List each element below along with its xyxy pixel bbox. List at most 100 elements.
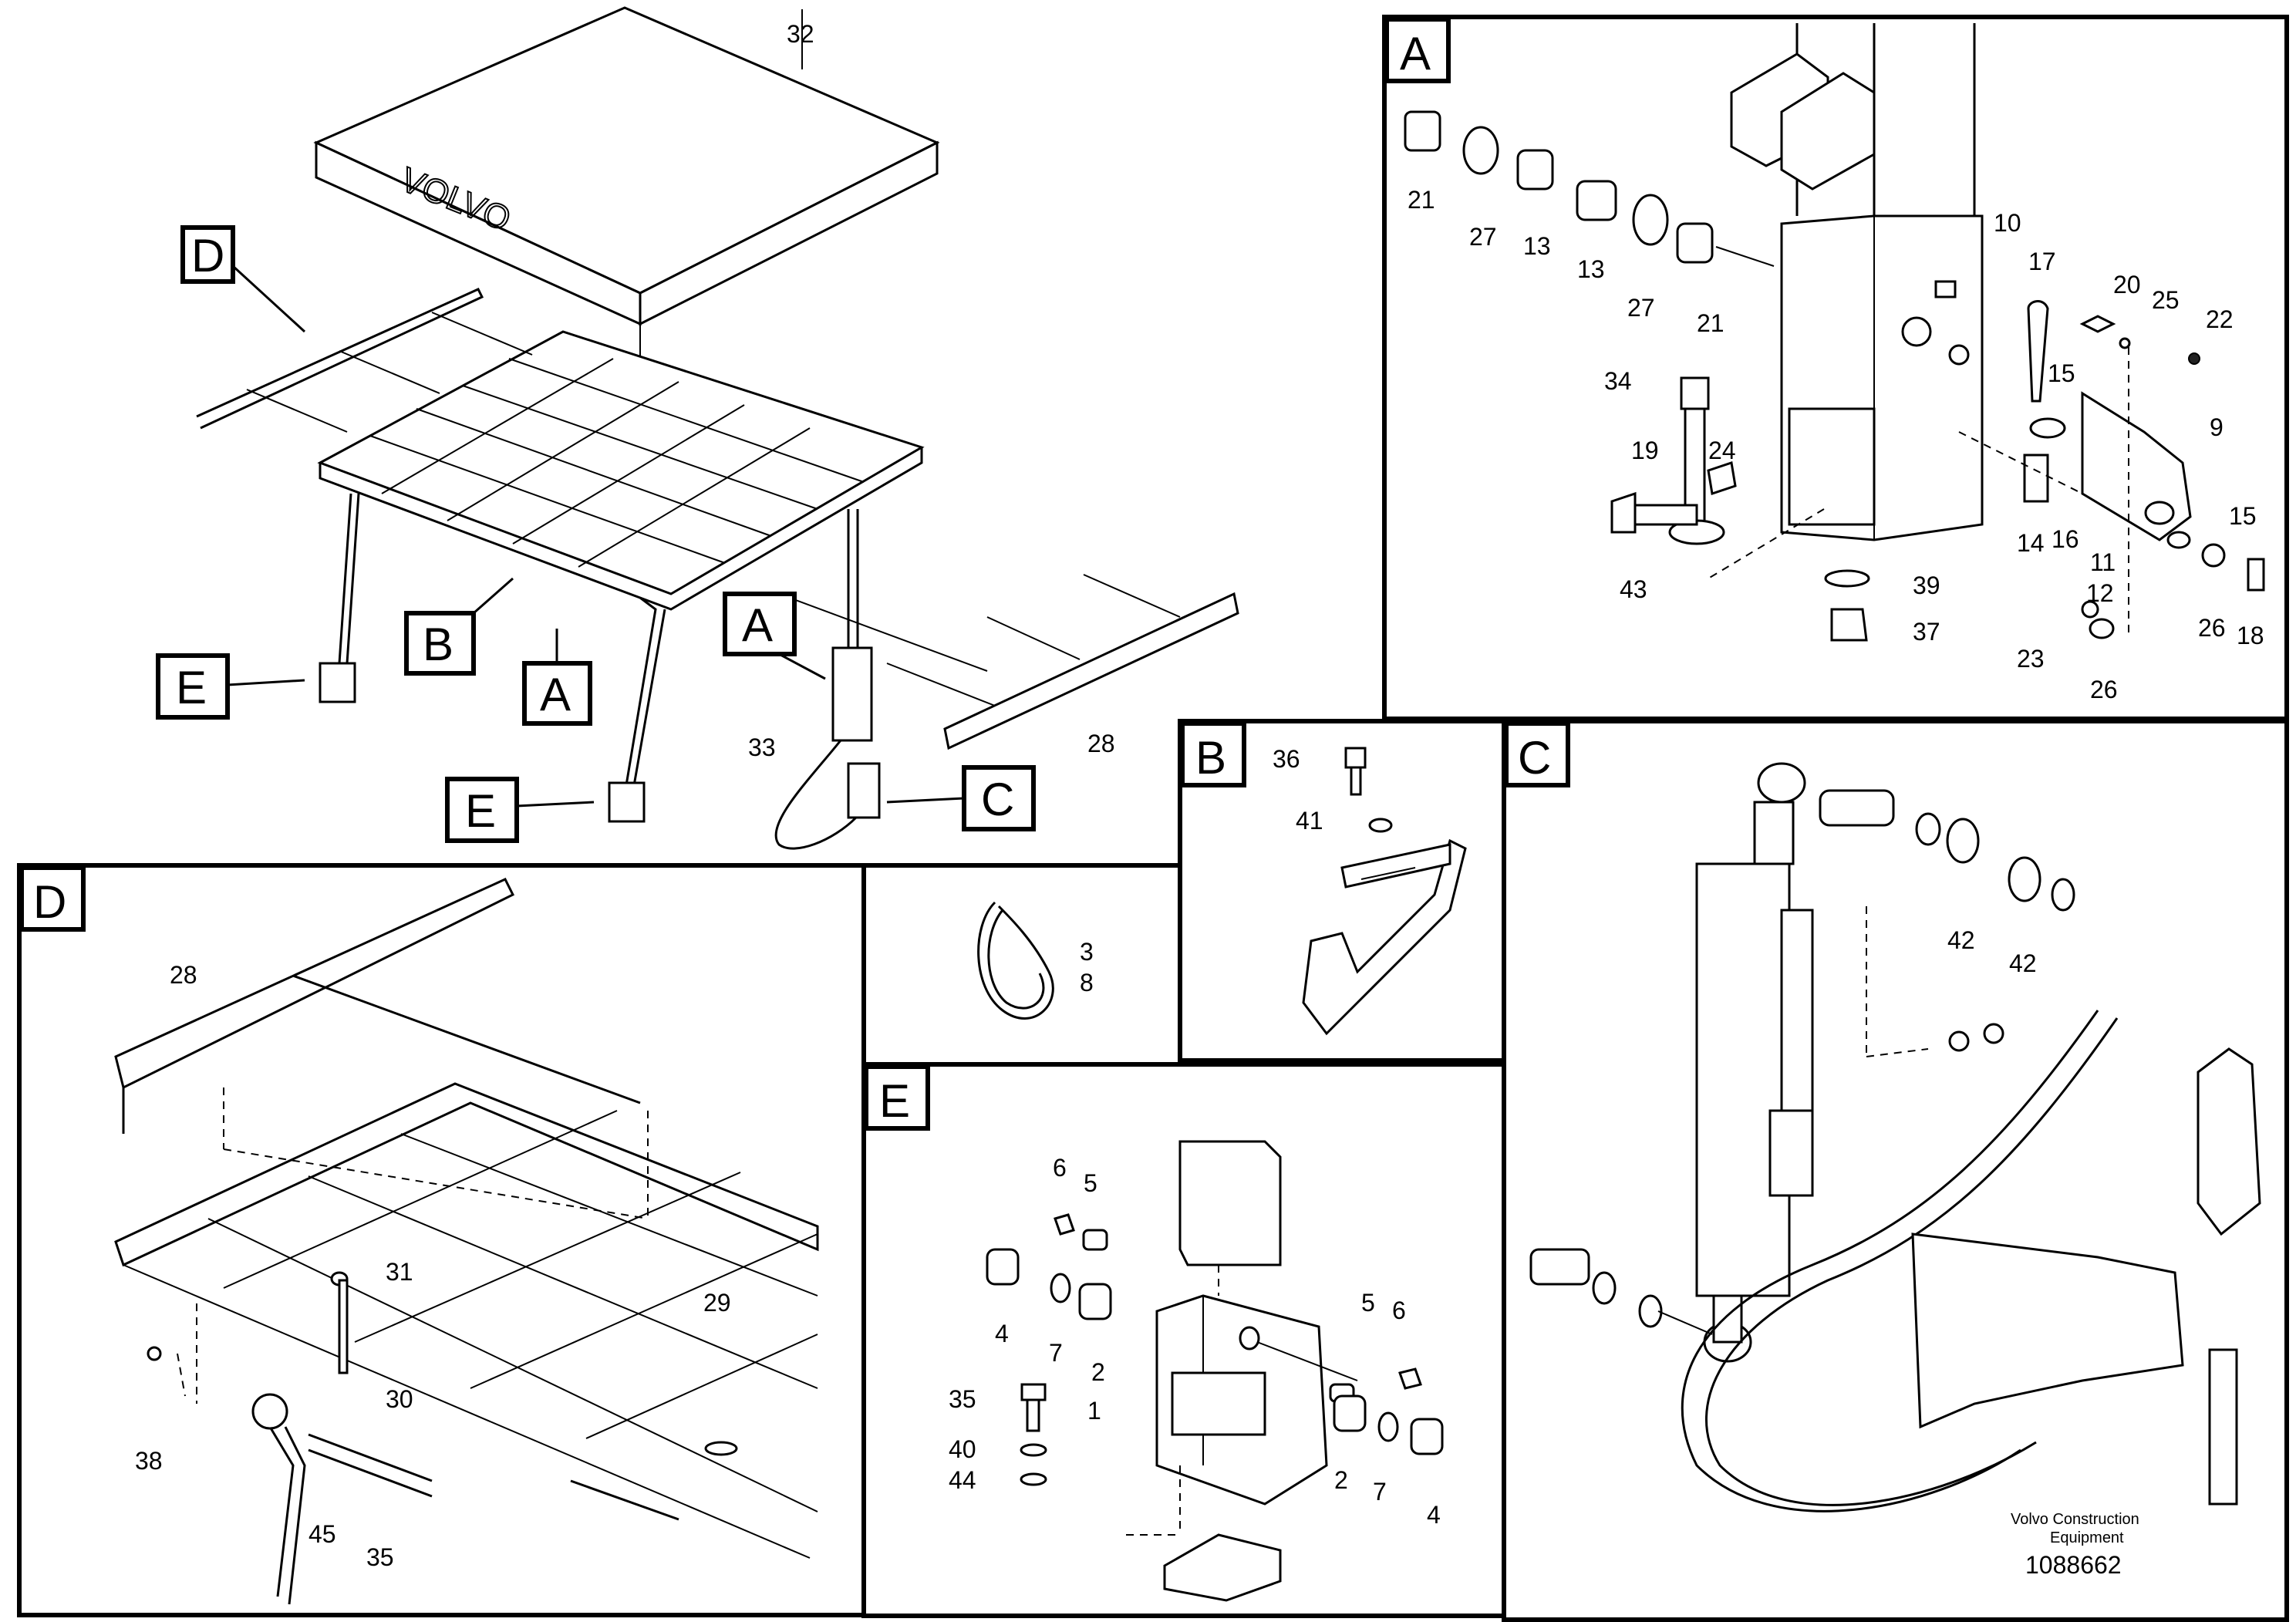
panel-A: A 21 27 13 13 2 xyxy=(1382,15,2289,721)
footer-company-line2: Equipment xyxy=(2050,1529,2124,1546)
panel-A-title: A xyxy=(1400,28,1431,79)
svg-text:A: A xyxy=(540,669,571,720)
label-E-1: 1 xyxy=(1087,1397,1101,1425)
label-A-22: 22 xyxy=(2206,305,2234,333)
svg-text:C: C xyxy=(981,774,1014,825)
label-E-6a: 6 xyxy=(1053,1154,1067,1182)
callout-A-overview[interactable]: A xyxy=(522,629,592,726)
panel-B: B 36 41 xyxy=(1178,719,1506,1063)
cable-tie xyxy=(977,901,1054,1020)
label-E-4a: 4 xyxy=(995,1320,1009,1347)
label-33: 33 xyxy=(748,733,776,761)
label-E-2a: 2 xyxy=(1091,1358,1105,1386)
svg-text:D: D xyxy=(191,230,224,282)
mast-bracket xyxy=(1708,23,1984,579)
label-28-overview: 28 xyxy=(1087,730,1115,757)
callout-A-right[interactable]: A xyxy=(723,592,826,680)
label-A-26a: 26 xyxy=(2198,614,2226,642)
panel-strap: 3 8 xyxy=(861,863,1182,1067)
label-D-29: 29 xyxy=(703,1289,731,1317)
front-bar-d xyxy=(196,288,533,433)
label-C-42a: 42 xyxy=(1947,926,1975,954)
label-A-15b: 15 xyxy=(2229,502,2257,530)
label-E-40: 40 xyxy=(949,1435,976,1463)
label-A-13a: 13 xyxy=(1523,232,1551,260)
label-A-18: 18 xyxy=(2237,622,2264,649)
hydraulic-cylinder xyxy=(1695,762,1814,1363)
frame-detail xyxy=(114,878,819,1605)
label-A-16: 16 xyxy=(2052,525,2079,553)
label-A-10: 10 xyxy=(1994,209,2021,237)
label-A-27a: 27 xyxy=(1469,223,1497,251)
label-A-25: 25 xyxy=(2152,286,2180,314)
label-A-21b: 21 xyxy=(1697,309,1725,337)
label-strap-3: 3 xyxy=(1080,938,1094,966)
callout-D[interactable]: D xyxy=(180,225,306,333)
hoses-and-bracket xyxy=(1681,906,2261,1512)
label-D-28: 28 xyxy=(170,961,197,989)
callout-E-lower[interactable]: E xyxy=(445,777,595,843)
panel-C: C xyxy=(1502,719,2289,1622)
label-A-21a: 21 xyxy=(1408,186,1435,214)
label-E-5a: 5 xyxy=(1084,1169,1097,1197)
panel-B-title: B xyxy=(1195,732,1226,784)
panel-E: E 6 xyxy=(861,1062,1506,1618)
label-A-19: 19 xyxy=(1631,437,1659,464)
label-A-26b: 26 xyxy=(2090,676,2118,703)
callout-C[interactable]: C xyxy=(886,765,1036,831)
foot-bracket xyxy=(1126,1140,1358,1602)
panel-C-title: C xyxy=(1518,732,1551,784)
footer-company-line1: Volvo Construction xyxy=(2011,1511,2139,1528)
label-E-7a: 7 xyxy=(1049,1339,1063,1367)
label-D-31: 31 xyxy=(386,1258,413,1286)
callout-E-upper[interactable]: E xyxy=(156,653,305,720)
label-E-6b: 6 xyxy=(1392,1297,1406,1324)
footer-block: Volvo Construction Equipment 1088662 xyxy=(2011,1511,2139,1579)
label-A-24: 24 xyxy=(1708,437,1736,464)
panel-D: D xyxy=(17,863,866,1617)
cylinder-assembly xyxy=(774,646,881,850)
label-B-41: 41 xyxy=(1296,807,1323,835)
label-A-20: 20 xyxy=(2113,271,2141,298)
label-A-23: 23 xyxy=(2017,645,2045,673)
overview-assembly: VOLVO 32 xyxy=(156,6,1239,850)
rear-bar-28 xyxy=(778,574,1239,750)
pin-clip-assembly xyxy=(1958,300,2265,639)
bushing-set xyxy=(1404,110,1775,267)
label-A-15a: 15 xyxy=(2048,359,2075,387)
panel-E-title: E xyxy=(879,1075,910,1127)
svg-text:A: A xyxy=(742,599,773,651)
label-A-37: 37 xyxy=(1913,618,1940,646)
label-32: 32 xyxy=(787,20,814,48)
label-E-7b: 7 xyxy=(1373,1478,1387,1506)
label-E-4b: 4 xyxy=(1427,1501,1441,1529)
panel-D-title: D xyxy=(33,876,66,928)
label-C-42b: 42 xyxy=(2009,949,2037,977)
label-A-13b: 13 xyxy=(1577,255,1605,283)
label-A-12: 12 xyxy=(2086,579,2114,607)
label-E-44: 44 xyxy=(949,1466,976,1494)
bracket-b xyxy=(1302,747,1467,1036)
label-A-14: 14 xyxy=(2017,529,2045,557)
svg-text:E: E xyxy=(465,785,496,837)
roof-cover: VOLVO xyxy=(313,6,940,432)
label-A-34: 34 xyxy=(1604,367,1632,395)
bushings-e xyxy=(986,1213,1444,1486)
label-D-45: 45 xyxy=(308,1520,336,1548)
label-A-39: 39 xyxy=(1913,572,1940,599)
cylinder-pins-c xyxy=(1529,789,2075,1335)
label-E-2b: 2 xyxy=(1334,1466,1348,1494)
label-A-9: 9 xyxy=(2210,413,2224,441)
label-D-35: 35 xyxy=(366,1543,394,1571)
footer-drawing-number: 1088662 xyxy=(2025,1551,2122,1579)
roof-frame xyxy=(317,330,925,823)
bolt-and-washer xyxy=(1610,376,1870,642)
label-E-35: 35 xyxy=(949,1385,976,1413)
label-B-36: 36 xyxy=(1273,745,1300,773)
label-D-38: 38 xyxy=(135,1447,163,1475)
label-A-43: 43 xyxy=(1620,575,1647,603)
callout-B[interactable]: B xyxy=(404,577,514,676)
svg-text:B: B xyxy=(423,619,453,670)
label-A-17: 17 xyxy=(2028,248,2056,275)
